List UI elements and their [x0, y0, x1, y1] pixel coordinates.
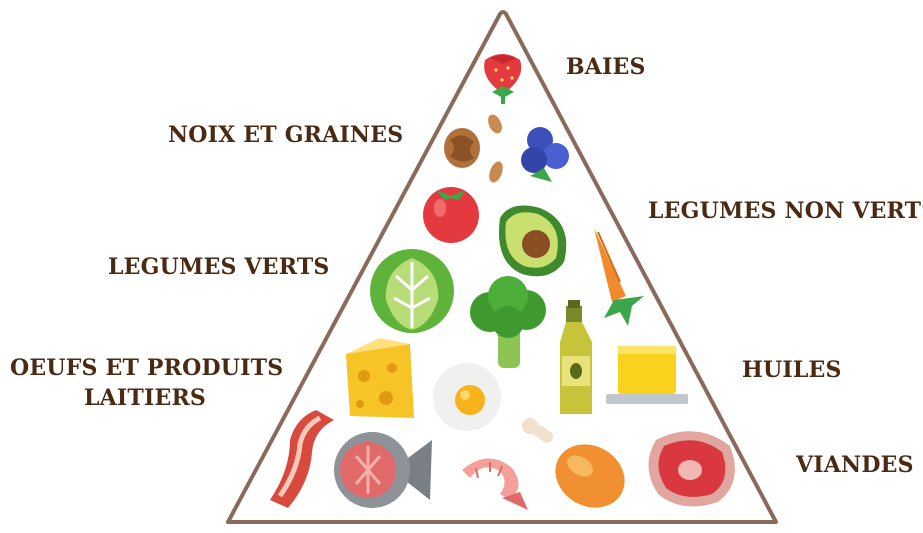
- broccoli-icon: [470, 276, 546, 368]
- cheese-icon: [346, 338, 414, 418]
- label-baies: BAIES: [566, 52, 646, 82]
- almond-icon: [485, 112, 505, 184]
- label-oeufs-line2: LAITIERS: [10, 383, 280, 413]
- olive-oil-bottle-icon: [560, 300, 592, 414]
- avocado-icon: [499, 206, 566, 277]
- label-viandes: VIANDES: [796, 450, 914, 480]
- walnut-icon: [444, 128, 480, 168]
- label-noix-et-graines: NOIX ET GRAINES: [168, 120, 403, 150]
- strawberry-icon: [484, 54, 521, 104]
- steak-icon: [648, 431, 734, 506]
- label-legumes-non-verts: LEGUMES NON VERTS: [648, 196, 923, 226]
- tomato-icon: [423, 187, 479, 243]
- blueberries-icon: [521, 127, 569, 182]
- shrimp-icon: [462, 458, 528, 510]
- label-legumes-verts: LEGUMES VERTS: [108, 252, 329, 282]
- fried-egg-icon: [433, 363, 501, 431]
- chicken-leg-icon: [522, 418, 636, 520]
- butter-icon: [606, 346, 688, 404]
- fish-icon: [334, 432, 432, 508]
- label-oeufs-line1: OEUFS ET PRODUITS: [10, 353, 280, 383]
- lettuce-icon: [370, 249, 454, 333]
- label-huiles: HUILES: [742, 355, 842, 385]
- label-oeufs-et-produits-laitiers: OEUFS ET PRODUITS LAITIERS: [10, 353, 280, 413]
- carrot-icon: [594, 228, 644, 326]
